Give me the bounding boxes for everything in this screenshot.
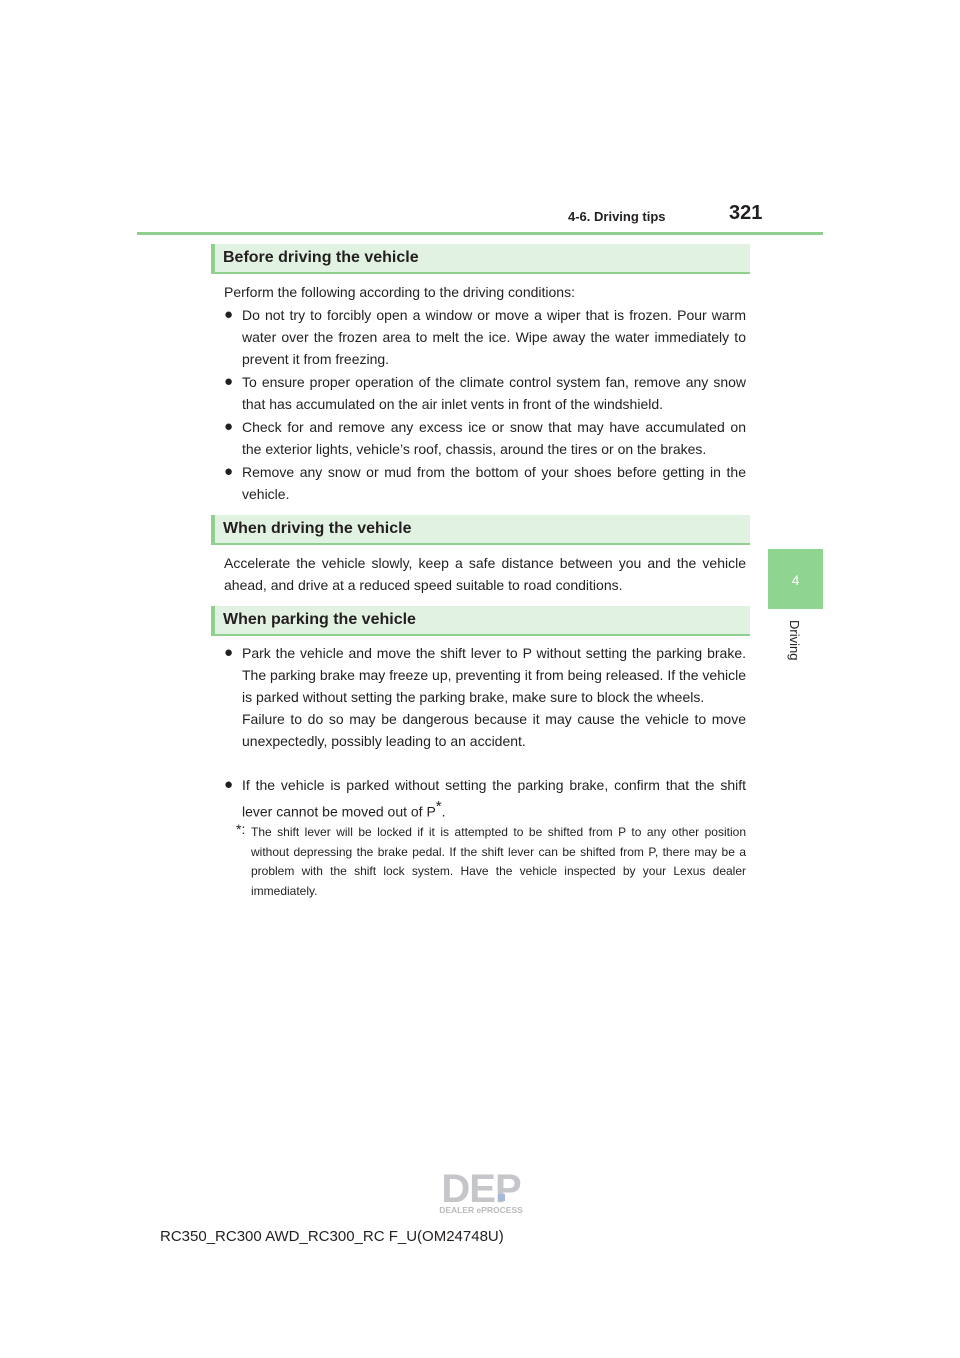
chapter-tab	[768, 549, 823, 609]
bullet-icon: ●	[224, 776, 234, 793]
bullet-icon: ●	[224, 644, 234, 661]
logo-text: DEP	[441, 1167, 521, 1211]
bullet-text: To ensure proper operation of the climat…	[242, 374, 746, 412]
bullet-text: Remove any snow or mud from the bottom o…	[242, 464, 746, 502]
bullet-text-wrapper: If the vehicle is parked without setting…	[242, 774, 746, 823]
chapter-label: Driving	[787, 620, 802, 661]
dealer-eprocess-logo: DEP DEALER ePROCESS	[439, 1167, 523, 1215]
bullet-text: Park the vehicle and move the shift leve…	[242, 645, 746, 705]
bullet-text: Check for and remove any excess ice or s…	[242, 419, 746, 457]
section-title: Before driving the vehicle	[223, 249, 419, 266]
intro-text: Perform the following according to the d…	[224, 284, 575, 300]
section-title: When driving the vehicle	[223, 520, 412, 537]
list-item: ● Check for and remove any excess ice or…	[224, 416, 746, 460]
list-item: ● Remove any snow or mud from the bottom…	[224, 461, 746, 505]
list-item: ● To ensure proper operation of the clim…	[224, 371, 746, 415]
bullet-text: Do not try to forcibly open a window or …	[242, 307, 746, 367]
footnote-mark: *:	[236, 821, 246, 837]
body-text: Accelerate the vehicle slowly, keep a sa…	[224, 555, 746, 593]
section-header: 4-6. Driving tips	[568, 209, 666, 224]
list-item: ● Park the vehicle and move the shift le…	[224, 642, 746, 752]
footnote-marker: *	[435, 798, 442, 815]
section-heading-parking: When parking the vehicle	[211, 606, 750, 636]
footnote: *: The shift lever will be locked if it …	[236, 821, 746, 901]
logo-subtext: DEALER ePROCESS	[439, 1205, 523, 1215]
chapter-number: 4	[791, 572, 800, 588]
bullet-text: If the vehicle is parked without setting…	[242, 777, 746, 820]
logo-accent	[498, 1194, 505, 1201]
bullet-icon: ●	[224, 373, 234, 390]
page-number: 321	[729, 202, 763, 224]
bullet-continuation: Failure to do so may be dangerous becaus…	[242, 711, 746, 749]
bullet-icon: ●	[224, 418, 234, 435]
section-heading-before-driving: Before driving the vehicle	[211, 244, 750, 274]
document-code: RC350_RC300 AWD_RC300_RC F_U(OM24748U)	[160, 1228, 504, 1245]
section-title: When parking the vehicle	[223, 611, 416, 628]
section-heading-when-driving: When driving the vehicle	[211, 515, 750, 545]
list-item: ● Do not try to forcibly open a window o…	[224, 304, 746, 370]
bullet-end: .	[441, 803, 446, 820]
bullet-icon: ●	[224, 306, 234, 323]
header-rule	[137, 232, 823, 235]
footnote-text: The shift lever will be locked if it is …	[251, 825, 746, 898]
bullet-icon: ●	[224, 463, 234, 480]
list-item: ● If the vehicle is parked without setti…	[224, 774, 746, 823]
